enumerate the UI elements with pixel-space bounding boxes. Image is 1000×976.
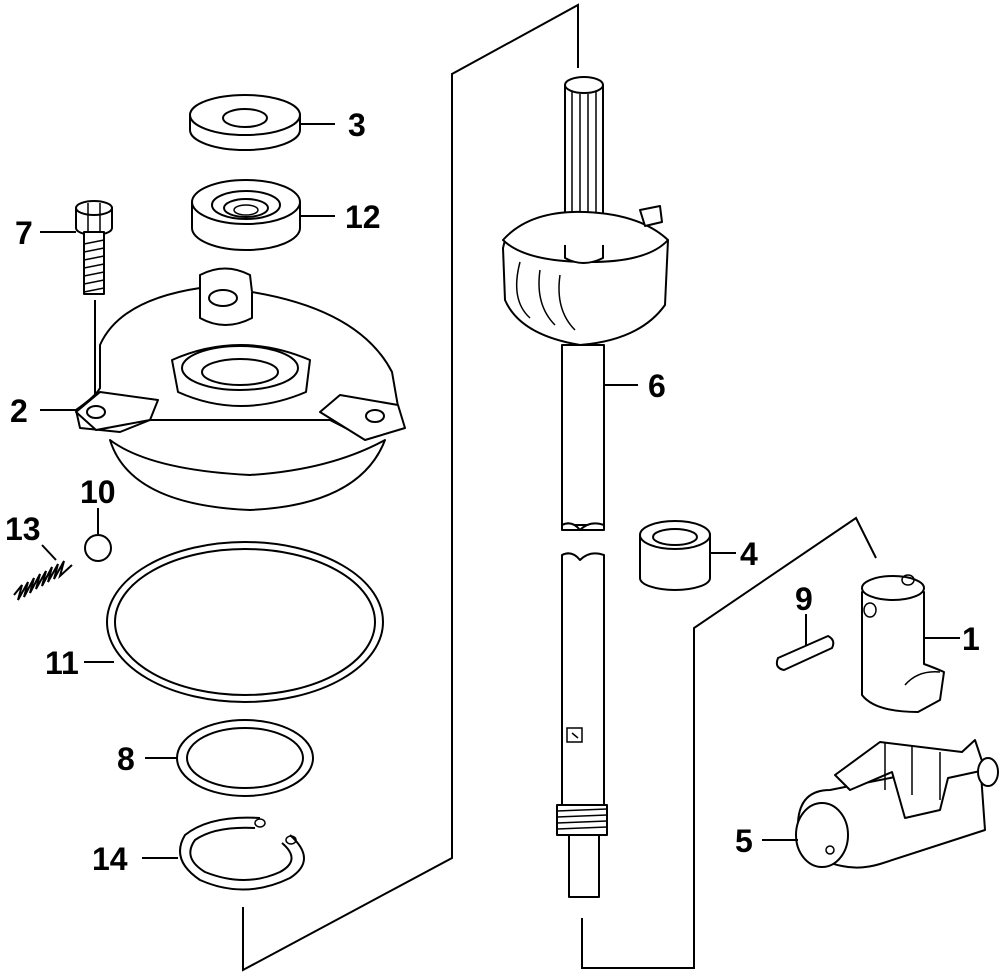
assembly-bracket-lines [242,3,877,972]
ring-part [145,719,314,797]
clutch-dog-part [762,739,999,869]
callout-13: 13 [5,511,41,547]
callout-7: 7 [15,215,33,251]
circlip-part [142,816,305,891]
callout-8: 8 [117,741,135,777]
callout-6: 6 [648,368,666,404]
callout-3: 3 [348,107,366,143]
callout-11: 11 [45,645,79,681]
ball-part [84,508,112,562]
callout-12: 12 [345,199,381,235]
o-ring-part [84,541,384,703]
bolt-part [40,200,113,395]
callout-5: 5 [735,823,753,859]
callout-labels: 1 2 3 4 5 6 7 8 9 10 11 12 13 14 [5,107,980,877]
housing-part [40,267,406,511]
shift-cam-part [861,574,960,713]
washer-part [189,94,335,151]
drive-shaft-part [502,76,669,898]
callout-10: 10 [80,474,116,510]
callout-14: 14 [92,841,128,877]
callout-2: 2 [10,393,28,429]
oil-seal-part [191,179,335,251]
spring-part [13,544,73,601]
callout-4: 4 [740,536,758,572]
bushing-part [639,520,736,591]
pin-part [775,614,835,671]
callout-1: 1 [962,621,980,657]
callout-9: 9 [795,581,813,617]
